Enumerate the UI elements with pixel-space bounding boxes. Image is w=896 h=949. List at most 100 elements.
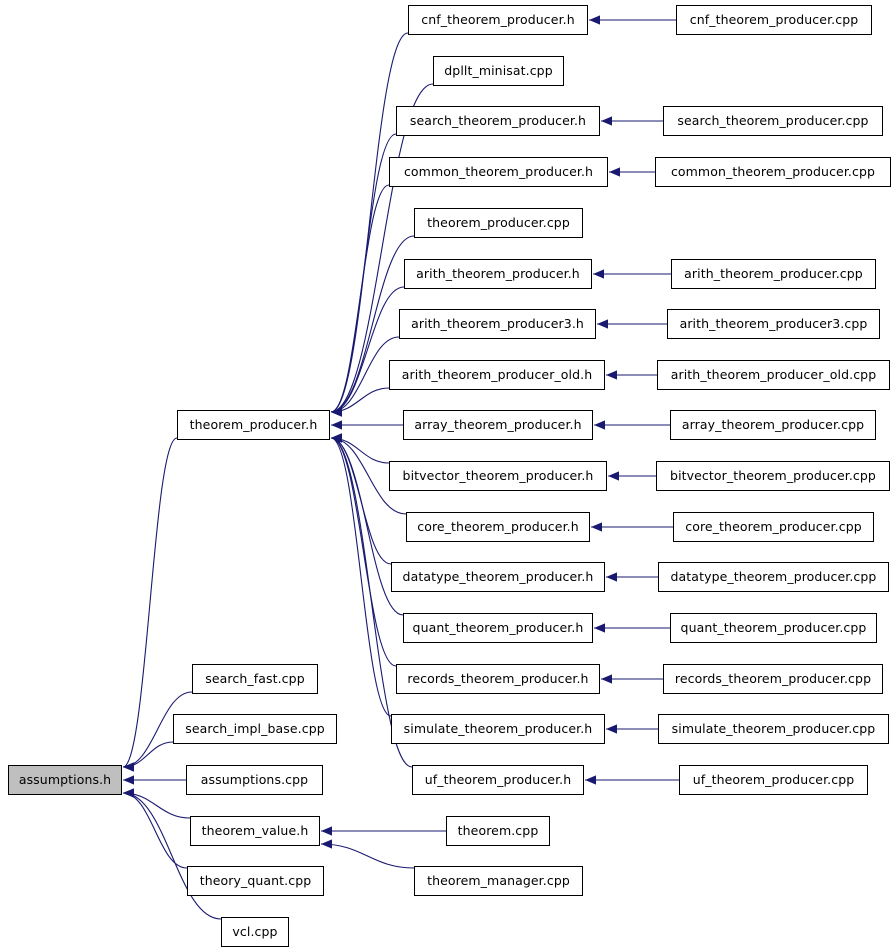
node-label: theorem_producer.cpp [427, 214, 570, 230]
node-records_theorem_producer_h[interactable]: records_theorem_producer.h [396, 664, 600, 694]
node-datatype_theorem_producer_cpp[interactable]: datatype_theorem_producer.cpp [658, 562, 889, 592]
node-arith_theorem_producer3_cpp[interactable]: arith_theorem_producer3.cpp [667, 309, 880, 339]
edge-records_theorem_producer_h-to-theorem_producer_h [330, 437, 397, 667]
edge-arrowhead [589, 15, 600, 25]
node-dpllt_minisat_cpp[interactable]: dpllt_minisat.cpp [433, 56, 564, 86]
edge-arrowhead [123, 762, 134, 772]
edge-arrowhead [331, 407, 342, 417]
node-array_theorem_producer_cpp[interactable]: array_theorem_producer.cpp [670, 410, 876, 440]
edge-theorem_manager_cpp-to-theorem_value_h [320, 843, 415, 869]
node-bitvector_theorem_producer_h[interactable]: bitvector_theorem_producer.h [389, 461, 607, 491]
node-cnf_theorem_producer_cpp[interactable]: cnf_theorem_producer.cpp [676, 5, 872, 35]
node-label: theory_quant.cpp [199, 872, 312, 888]
edge-theorem_value_h-to-assumptions_h [122, 792, 191, 819]
edge-search_theorem_producer_h-to-theorem_producer_h [330, 133, 397, 413]
node-array_theorem_producer_h[interactable]: array_theorem_producer.h [403, 410, 593, 440]
node-simulate_theorem_producer_h[interactable]: simulate_theorem_producer.h [391, 714, 605, 744]
node-label: arith_theorem_producer3.cpp [679, 315, 868, 331]
node-label: dpllt_minisat.cpp [444, 62, 553, 78]
edge-arrowhead [601, 674, 612, 684]
node-arith_theorem_producer_old_cpp[interactable]: arith_theorem_producer_old.cpp [657, 360, 890, 390]
node-theorem_producer_h[interactable]: theorem_producer.h [177, 410, 330, 440]
node-common_theorem_producer_cpp[interactable]: common_theorem_producer.cpp [655, 157, 891, 187]
edge-arrowhead [331, 407, 342, 417]
edge-arrowhead [593, 269, 604, 279]
edge-arrowhead [608, 471, 619, 481]
node-label: assumptions.cpp [200, 771, 309, 787]
node-label: uf_theorem_producer.h [424, 771, 572, 787]
node-cnf_theorem_producer_h[interactable]: cnf_theorem_producer.h [408, 5, 588, 35]
node-theorem_producer_cpp[interactable]: theorem_producer.cpp [414, 208, 583, 238]
node-theorem_manager_cpp[interactable]: theorem_manager.cpp [414, 866, 583, 896]
edge-arrowhead [331, 420, 342, 430]
edge-theory_quant_cpp-to-assumptions_h [122, 792, 188, 869]
node-core_theorem_producer_h[interactable]: core_theorem_producer.h [406, 512, 590, 542]
node-simulate_theorem_producer_cpp[interactable]: simulate_theorem_producer.cpp [658, 714, 889, 744]
node-search_fast_cpp[interactable]: search_fast.cpp [192, 664, 318, 694]
node-label: datatype_theorem_producer.cpp [670, 568, 877, 584]
node-vcl_cpp[interactable]: vcl.cpp [221, 917, 289, 947]
node-label: search_theorem_producer.cpp [677, 112, 869, 128]
node-arith_theorem_producer3_h[interactable]: arith_theorem_producer3.h [399, 309, 596, 339]
edge-arrowhead [331, 407, 342, 417]
edge-arrowhead [597, 319, 608, 329]
node-bitvector_theorem_producer_cpp[interactable]: bitvector_theorem_producer.cpp [656, 461, 890, 491]
edge-arrowhead [331, 407, 342, 417]
edge-arith_theorem_producer_h-to-theorem_producer_h [330, 286, 405, 413]
node-label: cnf_theorem_producer.h [421, 11, 575, 27]
node-search_impl_base_cpp[interactable]: search_impl_base.cpp [173, 714, 337, 744]
node-uf_theorem_producer_cpp[interactable]: uf_theorem_producer.cpp [679, 765, 868, 795]
node-quant_theorem_producer_h[interactable]: quant_theorem_producer.h [403, 613, 593, 643]
node-assumptions_cpp[interactable]: assumptions.cpp [186, 765, 323, 795]
node-label: arith_theorem_producer_old.h [401, 366, 593, 382]
node-label: records_theorem_producer.cpp [674, 670, 872, 686]
edge-arrowhead [331, 407, 342, 417]
node-label: array_theorem_producer.cpp [681, 416, 865, 432]
node-label: common_theorem_producer.h [403, 163, 594, 179]
node-quant_theorem_producer_cpp[interactable]: quant_theorem_producer.cpp [670, 613, 877, 643]
edge-arrowhead [123, 788, 134, 798]
edge-simulate_theorem_producer_h-to-theorem_producer_h [330, 437, 392, 717]
edge-arrowhead [606, 370, 617, 380]
edge-arrowhead [321, 826, 332, 836]
edge-arrowhead [123, 788, 134, 798]
node-label: theorem_producer.h [189, 416, 318, 432]
node-theory_quant_cpp[interactable]: theory_quant.cpp [187, 866, 324, 896]
node-datatype_theorem_producer_h[interactable]: datatype_theorem_producer.h [391, 562, 605, 592]
node-arith_theorem_producer_old_h[interactable]: arith_theorem_producer_old.h [389, 360, 605, 390]
node-arith_theorem_producer_cpp[interactable]: arith_theorem_producer.cpp [671, 259, 876, 289]
edge-arrowhead [123, 775, 134, 785]
edge-common_theorem_producer_h-to-theorem_producer_h [330, 184, 390, 413]
node-label: bitvector_theorem_producer.h [402, 467, 594, 483]
edge-datatype_theorem_producer_h-to-theorem_producer_h [330, 437, 392, 565]
node-uf_theorem_producer_h[interactable]: uf_theorem_producer.h [412, 765, 584, 795]
node-core_theorem_producer_cpp[interactable]: core_theorem_producer.cpp [673, 512, 874, 542]
edge-arrowhead [601, 116, 612, 126]
node-search_theorem_producer_h[interactable]: search_theorem_producer.h [396, 106, 600, 136]
edge-bitvector_theorem_producer_h-to-theorem_producer_h [330, 437, 390, 464]
edge-arrowhead [594, 623, 605, 633]
node-label: arith_theorem_producer.h [416, 265, 580, 281]
node-records_theorem_producer_cpp[interactable]: records_theorem_producer.cpp [663, 664, 883, 694]
edge-arrowhead [331, 407, 342, 417]
node-label: arith_theorem_producer3.h [411, 315, 584, 331]
node-label: array_theorem_producer.h [414, 416, 582, 432]
node-assumptions_h[interactable]: assumptions.h [8, 765, 122, 795]
node-arith_theorem_producer_h[interactable]: arith_theorem_producer.h [404, 259, 592, 289]
node-search_theorem_producer_cpp[interactable]: search_theorem_producer.cpp [663, 106, 883, 136]
edge-arrowhead [331, 433, 342, 443]
edge-arrowhead [331, 433, 342, 443]
edge-arrowhead [594, 420, 605, 430]
node-theorem_cpp[interactable]: theorem.cpp [446, 816, 550, 846]
node-label: records_theorem_producer.h [407, 670, 589, 686]
node-theorem_value_h[interactable]: theorem_value.h [190, 816, 320, 846]
node-common_theorem_producer_h[interactable]: common_theorem_producer.h [389, 157, 608, 187]
node-label: quant_theorem_producer.h [412, 619, 584, 635]
node-label: simulate_theorem_producer.h [403, 720, 593, 736]
node-label: simulate_theorem_producer.cpp [671, 720, 876, 736]
edge-arrowhead [123, 762, 134, 772]
edge-arrowhead [606, 572, 617, 582]
edge-arrowhead [321, 839, 332, 849]
edge-arrowhead [331, 407, 342, 417]
edge-arrowhead [123, 788, 134, 798]
